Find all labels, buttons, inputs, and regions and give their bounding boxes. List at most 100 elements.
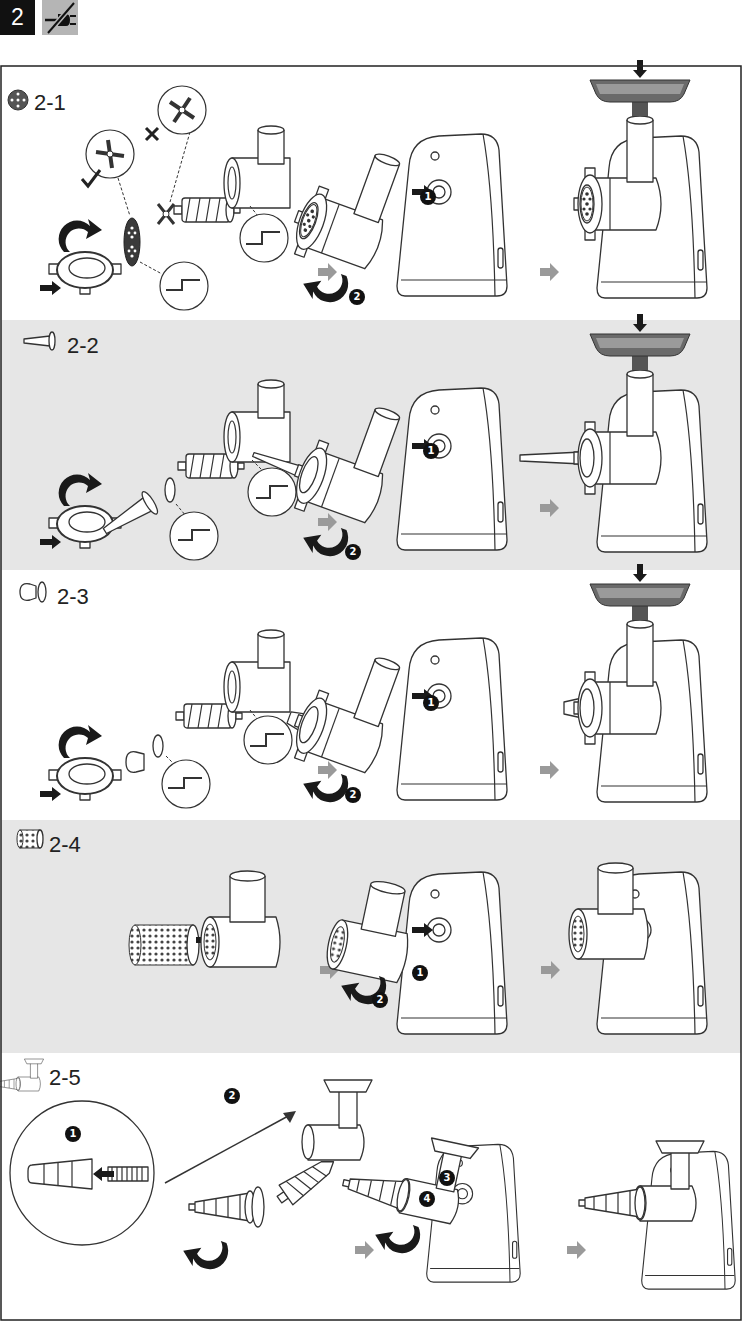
attach-step (284, 134, 507, 309)
attach-step (286, 708, 312, 734)
exploded-parts (124, 218, 140, 266)
assembled-step (520, 314, 707, 552)
attach-step (277, 635, 507, 809)
brush-detail (10, 1101, 154, 1245)
unplug-icon (48, 3, 74, 33)
kebbe-icon (38, 582, 46, 602)
exploded-parts (107, 151, 113, 157)
exploded-parts (178, 530, 210, 540)
callout-number: 2 (345, 544, 361, 560)
attach-step (284, 436, 335, 513)
callout-number: 1 (423, 695, 439, 711)
callout-number: 1 (423, 443, 439, 459)
attach-step (284, 134, 408, 280)
exploded-parts (40, 281, 61, 295)
exploded-parts (252, 1187, 264, 1227)
assembled-step (597, 872, 707, 1034)
row-slicing (541, 961, 560, 979)
assembled-step (579, 1141, 735, 1289)
exploded-parts (174, 198, 240, 222)
plate-icon (17, 99, 20, 102)
exploded-parts (129, 925, 199, 965)
attach-step (412, 923, 433, 937)
exploded-parts (146, 128, 158, 140)
exploded-parts (49, 252, 121, 294)
exploded-parts (273, 1152, 341, 1210)
attach-step (299, 263, 351, 309)
assembled-step (590, 116, 661, 230)
callout-number: 3 (439, 1170, 455, 1186)
frame (1, 66, 741, 1320)
attach-step (323, 873, 420, 983)
assembled-step (569, 863, 648, 959)
attach-step (340, 1122, 521, 1282)
assembly-arrow (165, 1111, 296, 1183)
row-mincing (8, 60, 707, 310)
exploded-parts (101, 497, 154, 538)
unplug-icon (45, 19, 58, 22)
callout-number: 1 (412, 965, 428, 981)
exploded-parts (189, 1191, 255, 1223)
exploded-parts (170, 98, 194, 122)
exploded-parts (244, 716, 292, 764)
row-kebbe (318, 761, 337, 779)
exploded-parts (96, 140, 124, 168)
exploded-parts (40, 535, 61, 549)
callout-number: 1 (420, 189, 436, 205)
row-mincing (318, 263, 337, 281)
exploded-parts (126, 752, 144, 773)
step-panel: 2-3 (1, 570, 741, 820)
unplug-icon (42, 0, 78, 35)
brush-detail (44, 1161, 72, 1187)
brush-detail (112, 1167, 142, 1181)
step-panel: 2-2 (1, 320, 741, 570)
juicer-icon (0, 1059, 44, 1091)
row-sausage (540, 499, 559, 517)
attach-step (412, 439, 433, 453)
exploded-parts (40, 787, 61, 801)
callout-number: 2 (224, 1088, 240, 1104)
exploded-parts (224, 126, 290, 208)
exploded-parts (140, 262, 162, 274)
kebbe-icon (20, 584, 36, 601)
attach-step (284, 182, 335, 259)
plate-icon (23, 99, 26, 102)
assembled-step (634, 1141, 704, 1221)
row-slicing (320, 961, 339, 979)
plate-icon (8, 90, 28, 110)
brush-detail (28, 1159, 92, 1189)
attach-step (340, 1122, 479, 1226)
brush-detail (93, 1167, 114, 1181)
juicer-icon (16, 1059, 44, 1091)
attach-step (397, 134, 507, 296)
exploded-parts (98, 490, 160, 542)
assembled-step (633, 564, 647, 582)
assembled-step (590, 584, 690, 620)
exploded-parts (59, 219, 102, 252)
attach-step (397, 388, 507, 550)
callout-number: 2 (345, 787, 361, 803)
exploded-parts (153, 735, 163, 757)
attach-step (303, 139, 409, 270)
exploded-parts (178, 454, 244, 478)
row-sausage (318, 513, 337, 531)
exploded-parts (170, 512, 218, 560)
attach-step (299, 517, 351, 563)
exploded-parts (168, 778, 202, 788)
assembled-step (569, 863, 707, 1034)
attach-step (297, 203, 320, 239)
attach-step (427, 1144, 521, 1282)
attach-step (340, 1167, 411, 1212)
row-juicing (567, 1241, 586, 1259)
attach-step (303, 643, 409, 774)
row-mincing (540, 263, 559, 281)
step-number: 2-3 (57, 586, 741, 608)
nozzle-icon (49, 332, 55, 350)
assembled-step (590, 334, 690, 370)
step-number: 2-4 (49, 834, 741, 856)
assembled-step (564, 698, 582, 718)
assembled-step (590, 620, 661, 734)
juicer-icon (0, 1078, 20, 1091)
